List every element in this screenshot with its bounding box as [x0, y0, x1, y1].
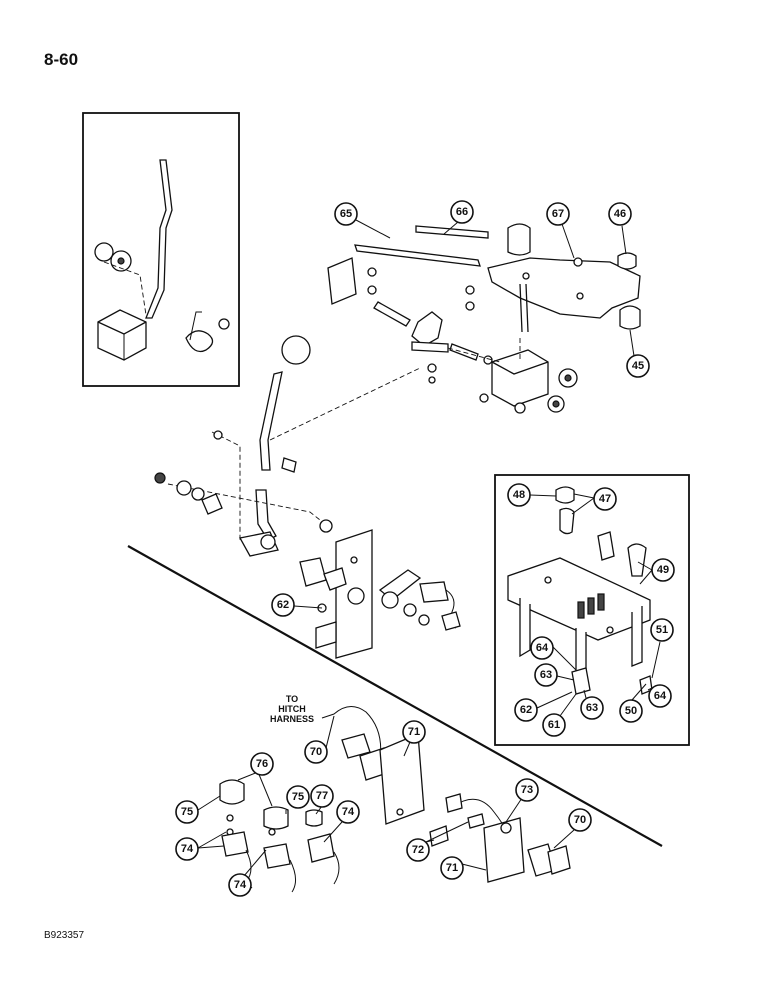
callout-62-left-label: 62 — [277, 599, 289, 611]
lever-washers — [154, 472, 333, 533]
callout-71-upper-label: 71 — [408, 726, 420, 738]
callout-67-label: 67 — [552, 208, 564, 220]
wiring-harness-assembly — [321, 706, 571, 883]
callout-45-label: 45 — [632, 360, 644, 372]
callout-71-lower: 71 — [440, 856, 487, 880]
callout-74-right: 74 — [323, 800, 360, 843]
console-bracket-assembly — [507, 486, 653, 695]
inset-lever-assembly — [94, 159, 230, 361]
page-number: 8-60 — [44, 50, 79, 69]
callout-61: 61 — [542, 693, 577, 737]
callout-77-label: 77 — [316, 790, 328, 802]
callout-45: 45 — [626, 329, 650, 378]
callout-70-right-label: 70 — [574, 814, 586, 826]
callout-77: 77 — [310, 784, 334, 815]
callout-75-right-label: 75 — [292, 791, 304, 803]
callout-47: 47 — [571, 487, 617, 515]
callout-65: 65 — [334, 202, 391, 239]
callout-63-upper-label: 63 — [540, 669, 552, 681]
callout-71-upper: 71 — [402, 720, 426, 757]
callout-63-lower: 63 — [580, 689, 604, 720]
callout-70-right: 70 — [553, 808, 592, 849]
callout-73: 73 — [505, 778, 539, 823]
callout-62-right: 62 — [514, 691, 573, 722]
callout-74-right-label: 74 — [342, 806, 355, 818]
figure-id: B923357 — [44, 930, 85, 941]
inset-frame-lever — [82, 112, 240, 387]
callout-46-label: 46 — [614, 208, 626, 220]
callout-48: 48 — [507, 483, 557, 507]
callout-72-label: 72 — [412, 844, 424, 856]
callout-64-right: 64 — [647, 684, 672, 708]
harness-label-line1: TO — [286, 694, 298, 704]
callout-74-left-label: 74 — [181, 843, 194, 855]
callout-75-left: 75 — [175, 795, 221, 824]
callout-74-bottom-label: 74 — [234, 879, 247, 891]
callout-50: 50 — [619, 683, 647, 723]
callout-75-right: 75 — [285, 785, 310, 814]
callout-63-upper: 63 — [534, 663, 575, 687]
harness-label-line2: HITCH — [278, 704, 306, 714]
callout-48-label: 48 — [513, 489, 525, 501]
callout-64-right-label: 64 — [654, 690, 667, 702]
switch-components — [219, 779, 340, 893]
pivot-bracket — [299, 529, 461, 659]
callout-62-left: 62 — [271, 593, 323, 617]
callout-66: 66 — [443, 200, 474, 235]
callout-51: 51 — [650, 618, 674, 679]
callout-71-lower-label: 71 — [446, 862, 458, 874]
callout-46: 46 — [608, 202, 632, 255]
harness-label-line3: HARNESS — [270, 714, 314, 724]
callout-70-left: 70 — [304, 715, 335, 764]
callout-70-left-label: 70 — [310, 746, 322, 758]
callout-76: 76 — [237, 752, 274, 807]
callout-63-lower-label: 63 — [586, 702, 598, 714]
callout-76-label: 76 — [256, 758, 268, 770]
callout-66-label: 66 — [456, 206, 468, 218]
main-lever — [167, 335, 421, 557]
callout-65-label: 65 — [340, 208, 352, 220]
callout-49: 49 — [637, 558, 675, 585]
shift-bracket-assembly — [327, 225, 578, 414]
callout-51-label: 51 — [656, 624, 668, 636]
control-plate-assembly — [487, 223, 641, 333]
callout-64-left-label: 64 — [536, 642, 549, 654]
callout-61-label: 61 — [548, 719, 560, 731]
callout-73-label: 73 — [521, 784, 533, 796]
callout-67: 67 — [546, 202, 575, 259]
callout-47-label: 47 — [599, 493, 611, 505]
section-divider-line — [127, 545, 663, 847]
callout-50-label: 50 — [625, 705, 637, 717]
callout-74-bottom: 74 — [228, 849, 267, 897]
callout-75-left-label: 75 — [181, 806, 193, 818]
callout-74-left: 74 — [175, 831, 227, 861]
harness-label-group: TO HITCH HARNESS — [270, 694, 314, 724]
inset-frame-console — [494, 474, 690, 746]
callout-72: 72 — [406, 821, 469, 862]
callout-62-right-label: 62 — [520, 704, 532, 716]
callout-49-label: 49 — [657, 564, 669, 576]
callout-64-left: 64 — [530, 636, 577, 671]
